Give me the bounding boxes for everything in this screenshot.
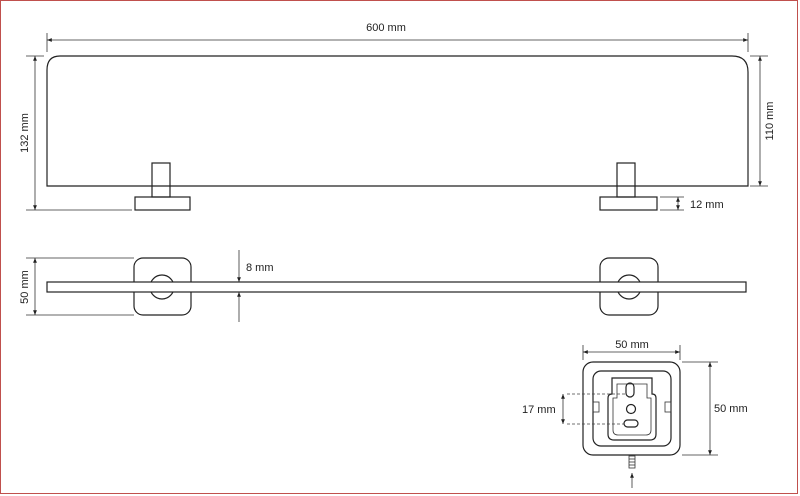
dimension-600: 600 mm xyxy=(46,22,749,52)
mount-detail-view xyxy=(567,361,681,488)
dimension-label-17: 17 mm xyxy=(522,404,556,416)
detail-notch-right xyxy=(664,401,672,413)
front-view xyxy=(46,55,749,211)
dimension-mount-width-50: 50 mm xyxy=(582,339,681,360)
detail-notch-left xyxy=(592,401,600,413)
detail-hole-middle xyxy=(625,403,637,415)
front-bracket-left-post xyxy=(151,162,171,198)
dimension-label-132: 132 mm xyxy=(19,113,31,153)
dimension-depth-50: 50 mm xyxy=(19,257,134,316)
front-glass-panel xyxy=(46,55,749,187)
detail-screw-icon xyxy=(628,455,636,488)
top-glass-strip xyxy=(46,281,747,293)
dimension-110: 110 mm xyxy=(750,55,776,187)
front-bracket-right-base xyxy=(599,196,658,211)
front-bracket-right-post xyxy=(616,162,636,198)
top-view xyxy=(46,257,747,316)
dimension-17: 17 mm xyxy=(522,394,565,424)
dimension-label-110: 110 mm xyxy=(764,102,776,141)
detail-slot-top xyxy=(625,382,635,398)
dimension-mount-height-50: 50 mm xyxy=(682,361,748,456)
dimension-label-8: 8 mm xyxy=(246,262,274,274)
detail-mount-body xyxy=(607,377,657,441)
front-bracket-left-base xyxy=(134,196,191,211)
detail-slot-bottom xyxy=(623,419,639,428)
dimension-label-depth-50: 50 mm xyxy=(19,270,31,304)
dimension-label-12: 12 mm xyxy=(690,199,724,211)
dimension-label-600: 600 mm xyxy=(366,22,406,34)
dimension-label-mount-height: 50 mm xyxy=(714,403,748,415)
detail-outer-plate xyxy=(582,361,681,456)
dimension-132: 132 mm xyxy=(19,55,132,211)
dimension-label-mount-width: 50 mm xyxy=(615,339,649,351)
dimension-12: 12 mm xyxy=(660,196,724,211)
detail-mount-inner xyxy=(612,383,652,436)
dimension-8: 8 mm xyxy=(237,250,274,322)
